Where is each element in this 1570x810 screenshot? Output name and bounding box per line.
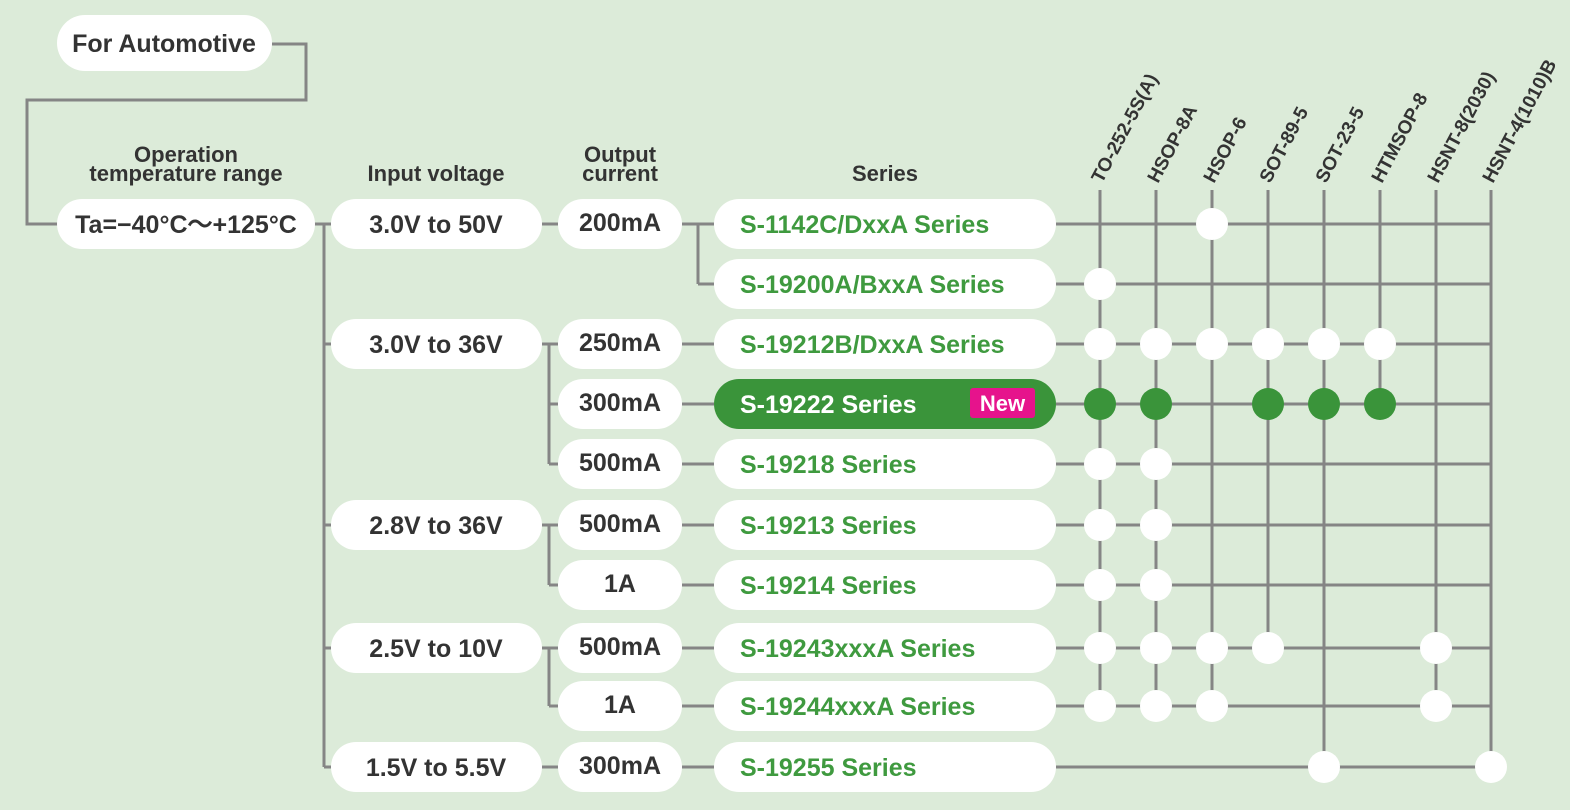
series-name: S-19218 Series: [740, 451, 917, 479]
series-pill: [714, 681, 1056, 731]
header-temperature-line2: temperature range: [89, 161, 282, 186]
package-availability-dot: [1196, 632, 1228, 664]
package-availability-dot: [1196, 328, 1228, 360]
package-label: HSOP-6: [1200, 114, 1252, 186]
package-availability-dot: [1308, 751, 1340, 783]
current-pill: [558, 439, 682, 489]
package-label: HTMSOP-8: [1368, 90, 1433, 187]
package-availability-dot: [1475, 751, 1507, 783]
current-pill: [558, 623, 682, 673]
voltage-pill: [331, 623, 542, 673]
header-temperature-line1: Operation: [134, 142, 238, 167]
package-availability-dot: [1140, 569, 1172, 601]
current-label: 1A: [604, 570, 636, 598]
current-pill: [558, 500, 682, 550]
package-availability-dot: [1420, 690, 1452, 722]
temperature-pill: [57, 199, 315, 249]
series-pill: [714, 439, 1056, 489]
package-availability-dot: [1140, 509, 1172, 541]
package-availability-dot: [1252, 328, 1284, 360]
package-availability-dot: [1196, 690, 1228, 722]
package-availability-dot: [1084, 509, 1116, 541]
current-pill: [558, 681, 682, 731]
package-availability-dot: [1140, 448, 1172, 480]
series-pill: [714, 560, 1056, 610]
package-label: SOT-23-5: [1312, 103, 1369, 186]
package-availability-dot: [1084, 632, 1116, 664]
current-label: 500mA: [579, 633, 661, 661]
package-availability-dot: [1364, 328, 1396, 360]
package-availability-dot: [1084, 328, 1116, 360]
series-name: S-19244xxxA Series: [740, 693, 975, 721]
current-pill: [558, 319, 682, 369]
current-label: 300mA: [579, 389, 661, 417]
new-badge-label: New: [980, 391, 1026, 416]
package-availability-dot: [1420, 632, 1452, 664]
package-availability-dot: [1084, 388, 1116, 420]
package-availability-dot: [1084, 448, 1116, 480]
series-name: S-19255 Series: [740, 754, 917, 782]
package-availability-dot: [1252, 388, 1284, 420]
current-label: 200mA: [579, 209, 661, 237]
voltage-pill: [331, 742, 542, 792]
series-pill: [714, 742, 1056, 792]
package-availability-dot: [1084, 268, 1116, 300]
current-pill: [558, 379, 682, 429]
series-pill: [714, 500, 1056, 550]
voltage-label: 3.0V to 50V: [369, 211, 503, 239]
package-availability-dot: [1308, 388, 1340, 420]
voltage-label: 3.0V to 36V: [369, 331, 503, 359]
package-availability-dot: [1308, 328, 1340, 360]
current-label: 1A: [604, 691, 636, 719]
series-pill: [714, 623, 1056, 673]
series-name: S-19213 Series: [740, 512, 917, 540]
package-availability-dot: [1084, 690, 1116, 722]
header-series: Series: [852, 161, 918, 186]
series-name: S-19222 Series: [740, 391, 917, 419]
voltage-pill: [331, 199, 542, 249]
current-label: 500mA: [579, 449, 661, 477]
current-label: 500mA: [579, 510, 661, 538]
package-availability-dot: [1140, 328, 1172, 360]
package-availability-dot: [1140, 690, 1172, 722]
package-availability-dot: [1196, 208, 1228, 240]
series-name: S-1142C/DxxA Series: [740, 211, 989, 239]
series-name: S-19200A/BxxA Series: [740, 271, 1005, 299]
root-connector: [25, 42, 308, 226]
header-output-current-line2: current: [582, 161, 658, 186]
package-availability-dot: [1140, 388, 1172, 420]
root-label: For Automotive: [72, 30, 256, 58]
package-label: HSOP-8A: [1144, 102, 1202, 187]
series-pill: [714, 199, 1056, 249]
current-pill: [558, 199, 682, 249]
series-name: S-19212B/DxxA Series: [740, 331, 1005, 359]
package-availability-dot: [1140, 632, 1172, 664]
package-label: SOT-89-5: [1256, 103, 1313, 186]
voltage-label: 2.8V to 36V: [369, 512, 503, 540]
voltage-pill: [331, 319, 542, 369]
current-label: 250mA: [579, 329, 661, 357]
series-pill: [714, 319, 1056, 369]
series-name: S-19214 Series: [740, 572, 917, 600]
temperature-range-label: Ta=−40°C～+125°C: [75, 211, 297, 239]
package-availability-dot: [1084, 569, 1116, 601]
header-output-current-line1: Output: [584, 142, 657, 167]
new-badge: [970, 388, 1035, 418]
current-pill: [558, 560, 682, 610]
series-pill: [714, 259, 1056, 309]
voltage-label: 1.5V to 5.5V: [366, 754, 507, 782]
series-name: S-19243xxxA Series: [740, 635, 975, 663]
voltage-pill: [331, 500, 542, 550]
current-pill: [558, 742, 682, 792]
package-availability-dot: [1252, 632, 1284, 664]
root-pill: [57, 15, 272, 71]
package-availability-dot: [1364, 388, 1396, 420]
voltage-label: 2.5V to 10V: [369, 635, 503, 663]
current-label: 300mA: [579, 752, 661, 780]
header-input-voltage: Input voltage: [368, 161, 505, 186]
